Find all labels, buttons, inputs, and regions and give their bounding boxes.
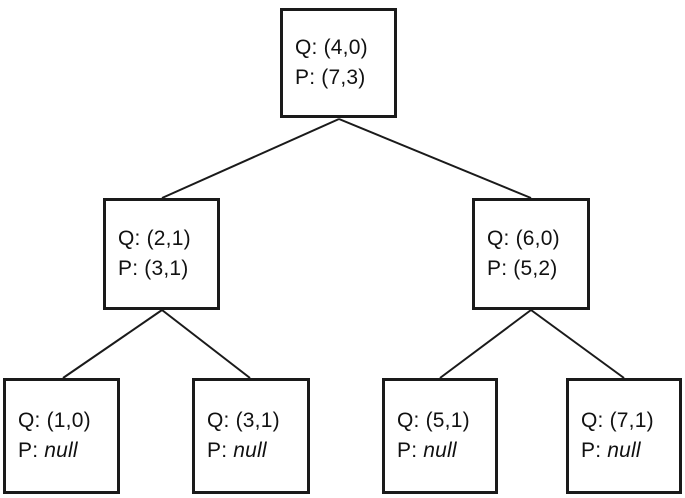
node-p-prefix: P: [207, 439, 234, 462]
node-q-prefix: Q: [18, 409, 47, 432]
node-p-value: null [423, 439, 457, 462]
tree-node-leaf-1[interactable]: Q: (1,0)P: null [3, 378, 120, 494]
node-p-line: P: null [569, 436, 641, 466]
node-p-prefix: P: [581, 439, 608, 462]
node-q-line: Q: (4,0) [283, 33, 368, 63]
node-q-prefix: Q: [118, 227, 147, 250]
node-q-value: (4,0) [323, 36, 368, 59]
node-q-prefix: Q: [207, 409, 236, 432]
node-q-prefix: Q: [487, 227, 516, 250]
node-q-line: Q: (1,0) [6, 406, 91, 436]
node-q-line: Q: (3,1) [195, 406, 280, 436]
node-p-prefix: P: [487, 257, 514, 280]
node-p-line: P: null [385, 436, 457, 466]
tree-node-root[interactable]: Q: (4,0)P: (7,3) [280, 8, 397, 118]
node-p-value: (3,1) [144, 257, 189, 280]
tree-node-mid-right[interactable]: Q: (6,0)P: (5,2) [472, 198, 590, 310]
tree-node-mid-left[interactable]: Q: (2,1)P: (3,1) [103, 198, 220, 310]
node-p-prefix: P: [18, 439, 45, 462]
node-q-prefix: Q: [295, 36, 324, 59]
tree-edge-mid-right-to-leaf-3 [439, 309, 532, 379]
node-q-prefix: Q: [581, 409, 610, 432]
tree-edge-mid-right-to-leaf-4 [530, 309, 625, 379]
node-p-line: P: null [195, 436, 267, 466]
node-p-prefix: P: [118, 257, 145, 280]
node-p-prefix: P: [295, 66, 322, 89]
node-p-line: P: (5,2) [475, 254, 557, 284]
tree-node-leaf-3[interactable]: Q: (5,1)P: null [382, 378, 498, 494]
node-p-value: (5,2) [513, 257, 558, 280]
node-q-line: Q: (2,1) [106, 224, 191, 254]
tree-node-leaf-4[interactable]: Q: (7,1)P: null [566, 378, 682, 494]
node-p-value: null [607, 439, 641, 462]
tree-edge-root-to-mid-right [338, 118, 532, 199]
node-p-line: P: null [6, 436, 78, 466]
node-q-line: Q: (5,1) [385, 406, 470, 436]
node-q-line: Q: (7,1) [569, 406, 654, 436]
tree-edge-root-to-mid-left [161, 118, 340, 199]
node-p-value: (7,3) [321, 66, 366, 89]
node-p-value: null [44, 439, 78, 462]
node-q-value: (2,1) [146, 227, 191, 250]
tree-edge-mid-left-to-leaf-1 [62, 309, 163, 379]
node-q-value: (6,0) [515, 227, 560, 250]
tree-edge-mid-left-to-leaf-2 [161, 309, 251, 379]
node-q-value: (3,1) [235, 409, 280, 432]
node-p-value: null [233, 439, 267, 462]
tree-node-leaf-2[interactable]: Q: (3,1)P: null [192, 378, 310, 494]
node-q-value: (5,1) [425, 409, 470, 432]
node-p-prefix: P: [397, 439, 424, 462]
node-p-line: P: (3,1) [106, 254, 188, 284]
node-q-value: (7,1) [609, 409, 654, 432]
node-p-line: P: (7,3) [283, 63, 365, 93]
node-q-line: Q: (6,0) [475, 224, 560, 254]
node-q-prefix: Q: [397, 409, 426, 432]
node-q-value: (1,0) [46, 409, 91, 432]
